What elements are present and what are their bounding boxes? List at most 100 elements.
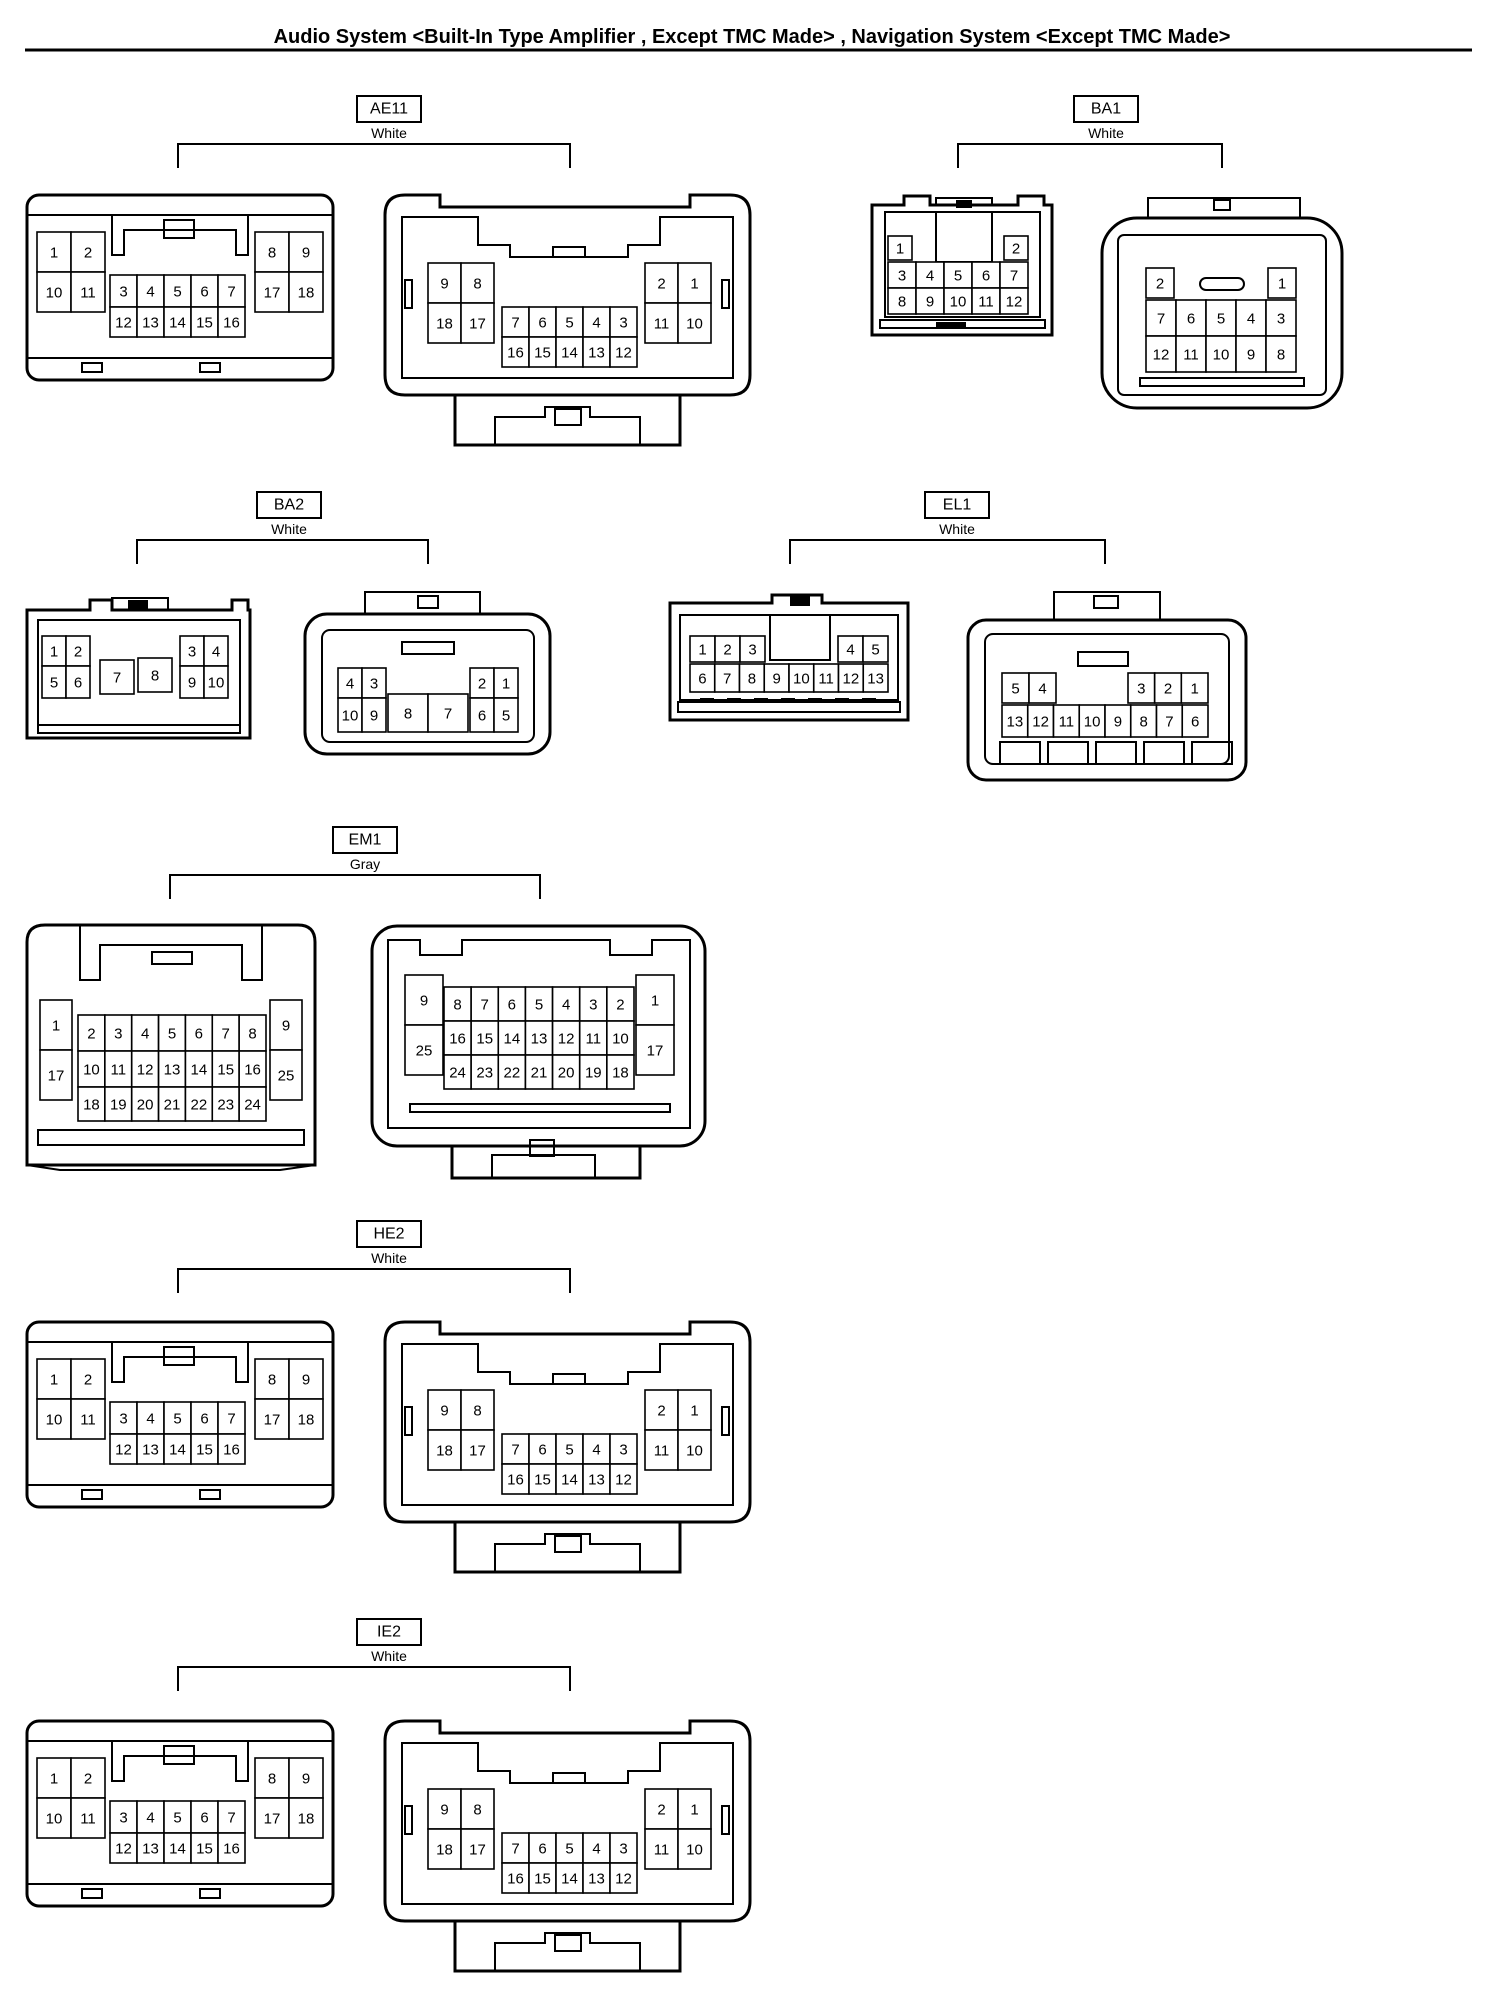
- pin-number: 10: [1213, 347, 1230, 364]
- pin-number: 11: [1059, 714, 1075, 731]
- pin-cell: [217, 1832, 246, 1864]
- housing-inner: [401, 1343, 734, 1506]
- pin-cell: [501, 306, 530, 338]
- pin-cell: [130, 1086, 160, 1122]
- pin-number: 14: [169, 1442, 186, 1459]
- pin-number: 9: [440, 1403, 448, 1420]
- pin-number: 5: [1011, 681, 1019, 698]
- key-slot: [404, 1406, 413, 1436]
- lock-nub: [529, 1139, 555, 1157]
- connector-color: White: [939, 521, 975, 537]
- pin-cell: [644, 1429, 679, 1471]
- connector-housing: [668, 593, 910, 722]
- pin-number: 18: [298, 285, 315, 302]
- pin-cell: [971, 261, 1001, 289]
- pin-number: 14: [191, 1062, 208, 1079]
- pin-cell: [269, 1049, 303, 1101]
- pin-number: 8: [268, 1372, 276, 1389]
- pin-number: 9: [440, 1802, 448, 1819]
- pin-number: 6: [538, 1442, 546, 1459]
- pin-number: 7: [444, 706, 452, 723]
- pin-number: 10: [46, 285, 63, 302]
- pin-number: 15: [534, 1871, 551, 1888]
- pin-number: 23: [476, 1065, 493, 1082]
- pin-cell: [443, 986, 472, 1022]
- rib-mark: [727, 698, 741, 702]
- pin-cell: [217, 306, 246, 338]
- pin-number: 10: [83, 1062, 100, 1079]
- pin-cell: [497, 1054, 527, 1090]
- pin-cell: [739, 635, 766, 663]
- pin-number: 12: [615, 1871, 632, 1888]
- pin-number: 5: [871, 642, 879, 659]
- pin-cell: [606, 1054, 635, 1090]
- pin-number: 16: [449, 1031, 466, 1048]
- pin-number: 6: [478, 708, 486, 725]
- pin-cell: [1181, 704, 1209, 738]
- rib-mark: [835, 698, 849, 702]
- pin-number: 8: [1139, 714, 1147, 731]
- pin-number: 13: [531, 1031, 548, 1048]
- pin-number: 6: [74, 675, 82, 692]
- pin-number: 10: [612, 1031, 629, 1048]
- lock-nub: [554, 408, 582, 426]
- pin-cell: [163, 1832, 192, 1864]
- pin-cell: [36, 1398, 72, 1440]
- pin-number: 16: [223, 315, 240, 332]
- pin-number: 4: [1038, 681, 1046, 698]
- pin-number: 7: [481, 997, 489, 1014]
- pin-number: 8: [473, 276, 481, 293]
- pin-cell: [163, 306, 192, 338]
- latch-window: [935, 212, 993, 263]
- pin-number: 7: [511, 315, 519, 332]
- pin-number: 3: [748, 642, 756, 659]
- pin-number: 11: [80, 1811, 96, 1828]
- pin-number: 1: [50, 1372, 58, 1389]
- connector-skirt: [453, 1921, 682, 1973]
- pin-cell: [460, 1828, 495, 1870]
- pin-cell: [677, 1389, 712, 1431]
- pin-number: 13: [142, 315, 159, 332]
- connector-housing: [870, 194, 1054, 337]
- pin-number: 23: [217, 1097, 234, 1114]
- connector-code-box: [924, 491, 990, 519]
- key-slot: [721, 279, 730, 309]
- pin-cell: [99, 659, 135, 695]
- pin-number: 9: [1114, 714, 1122, 731]
- pin-number: 10: [46, 1811, 63, 1828]
- pin-number: 2: [74, 644, 82, 661]
- latch: [364, 591, 481, 614]
- pin-cell: [460, 1429, 495, 1471]
- pin-number: 4: [592, 315, 600, 332]
- pin-number: 2: [657, 1403, 665, 1420]
- connector-code: BA2: [274, 497, 304, 514]
- latch-tab: [956, 200, 972, 208]
- pin-cell: [387, 693, 429, 733]
- pin-number: 3: [589, 997, 597, 1014]
- pin-cell: [136, 306, 165, 338]
- connector-code-box: [356, 1220, 422, 1248]
- pin-cell: [677, 302, 712, 344]
- pin-number: 16: [507, 1472, 524, 1489]
- pin-number: 5: [168, 1026, 176, 1043]
- pin-number: 4: [141, 1026, 149, 1043]
- key-slot: [1199, 277, 1245, 291]
- rib: [199, 362, 221, 373]
- pin-cell: [1003, 235, 1029, 261]
- pin-number: 5: [50, 675, 58, 692]
- pin-cell: [1078, 704, 1106, 738]
- pin-number: 3: [119, 284, 127, 301]
- connector-housing: [966, 618, 1248, 782]
- pin-number: 4: [592, 1442, 600, 1459]
- pin-cell: [427, 693, 469, 733]
- pin-number: 9: [302, 245, 310, 262]
- pin-number: 14: [561, 1472, 578, 1489]
- pin-number: 12: [1032, 714, 1049, 731]
- pin-number: 11: [110, 1062, 126, 1079]
- pin-number: 3: [114, 1026, 122, 1043]
- connector-color: White: [371, 1648, 407, 1664]
- rib-mark: [754, 698, 768, 702]
- pin-cell: [70, 1358, 106, 1400]
